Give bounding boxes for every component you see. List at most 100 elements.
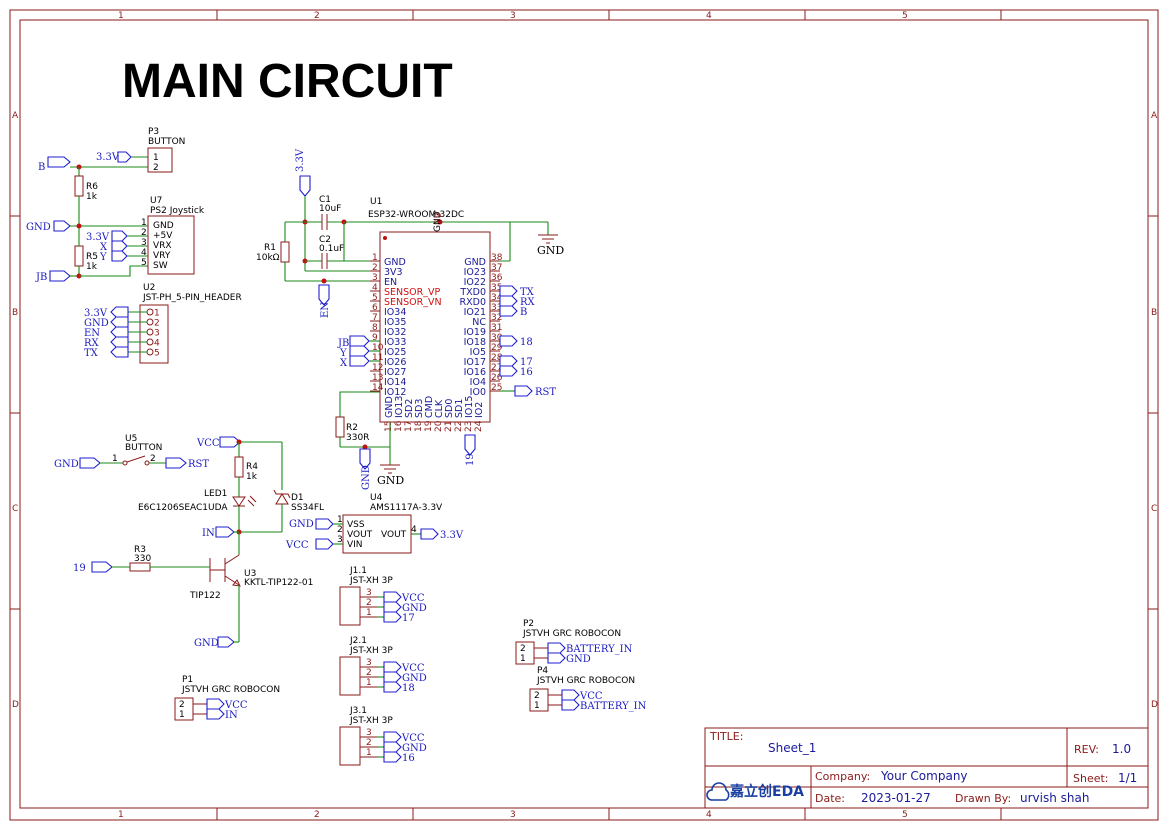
net-label: B [520,307,527,318]
title-label: TITLE: [709,730,743,743]
net-label: RST [535,387,556,398]
net-port-3v3 [117,151,132,163]
sheet-value: 1/1 [1118,771,1137,785]
u1-right-pin-num: 35 [491,283,502,293]
svg-text:U5: U5 [125,434,137,444]
u1-left-pin-name: IO35 [384,317,406,328]
svg-text:Y: Y [99,252,107,263]
col-label: 4 [706,11,712,21]
net-port [561,689,580,701]
u1-bottom-pin-name: IO15 [464,396,475,418]
net-label: VCC [579,691,603,702]
u2-header-section: U2 JST-PH_5-PIN_HEADER 13.3V2GND3EN4RX5T… [84,283,242,364]
svg-text:4: 4 [141,248,147,258]
u1-left-pin-name: IO25 [384,347,406,358]
svg-text:U3: U3 [244,569,256,579]
u1-left-pin-name: EN [384,277,397,288]
pin-num: 3 [366,588,372,598]
svg-text:0.1uF: 0.1uF [319,244,344,254]
u1-left-pin-name: SENSOR_VP [384,287,440,298]
net-port [206,708,225,720]
svg-text:X: X [100,242,108,253]
pin-num: 1 [366,678,372,688]
u2-body [139,304,169,364]
u1-bottom-pin-num: 23 [464,421,474,432]
svg-text:GND: GND [194,638,219,649]
pin-num: 1 [153,153,159,163]
pin-num: 3 [366,728,372,738]
u1-right-pin-num: 32 [491,313,502,323]
r6-body [74,175,84,197]
net-label: 16 [520,367,533,378]
u1-bottom-pin-name: SD2 [404,399,415,418]
u1-right-pin-name: IO17 [464,357,486,368]
svg-text:GND: GND [54,459,79,470]
u1-right-pin-name: TXD0 [459,287,486,298]
net-port [383,741,402,753]
row-label: D [1151,700,1158,710]
net-label: EN [84,328,100,339]
u1-left-pin-num: 13 [372,373,383,383]
svg-text:TIP122: TIP122 [189,591,221,601]
p3-value: BUTTON [148,137,185,147]
joystick-section: B 3.3V 1 2 P3 BUTTON R6 1k GND R5 1k JB [26,127,205,283]
svg-text:R3: R3 [134,545,146,555]
u1-body [379,231,491,423]
drawn-label: Drawn By: [955,792,1011,805]
col-label: 5 [902,810,908,820]
company-value: Your Company [880,769,968,783]
svg-text:39: 39 [434,212,444,224]
svg-text:3: 3 [141,238,147,248]
svg-text:GND: GND [433,211,443,232]
u1-value: ESP32-WROOM-32DC [368,210,464,220]
svg-text:BUTTON: BUTTON [125,443,162,453]
u1-left-pin-name: IO34 [384,307,406,318]
u1-left-pin-num: 2 [372,263,378,273]
net-label: VCC [224,700,248,711]
svg-text:5: 5 [141,258,147,268]
u1-left-pin-name: SENSOR_VN [384,297,442,308]
u1-left-pin-name: IO26 [384,357,406,368]
u1-right-pin-num: 30 [491,333,503,343]
net-port [499,355,518,367]
svg-text:10kΩ: 10kΩ [256,253,280,263]
u5-button-section: U5 BUTTON GND 1 2 RST [54,434,209,470]
logo-cloud-icon [706,782,730,801]
u1-right-pin-name: IO5 [470,347,486,358]
title-value: Sheet_1 [768,741,816,755]
u1-right-pin-name: IO22 [464,277,486,288]
p3-ref: P3 [148,127,159,137]
u7-body [147,215,195,275]
svg-text:GND: GND [377,474,404,487]
net-label-jb: JB [35,272,47,283]
net-port [547,642,566,654]
pin-num: 2 [154,319,160,329]
net-port [110,346,129,358]
u1-left-pin-name: IO32 [384,327,406,338]
pin-num: 1 [179,710,185,720]
svg-text:330R: 330R [346,433,369,443]
pin-num: 2 [520,644,526,654]
svg-text:4: 4 [411,525,417,535]
pin-num: 3 [154,329,160,339]
net-label: BATTERY_IN [580,701,647,712]
net-port [561,699,580,711]
svg-text:VRX: VRX [153,241,172,251]
u1-right-pin-name: IO4 [470,377,486,388]
svg-text:1k: 1k [246,472,258,482]
grid-ticks [10,10,1158,820]
net-label: 17 [402,613,415,624]
pin-num: 1 [366,608,372,618]
row-label: C [1151,504,1157,514]
u1-right-pin-name: IO16 [464,367,486,378]
svg-text:VIN: VIN [347,540,363,550]
svg-text:RST: RST [188,459,209,470]
col-label: 5 [902,11,908,21]
net-port [383,671,402,683]
net-label-3v3: 3.3V [96,152,120,163]
net-port [383,681,402,693]
jst-body [339,586,361,626]
driver-section: VCC R4 1k LED1 E6C1206SEAC1UDA D1 SS34FL… [73,436,324,649]
u1-left-pin-name: IO33 [384,337,406,348]
